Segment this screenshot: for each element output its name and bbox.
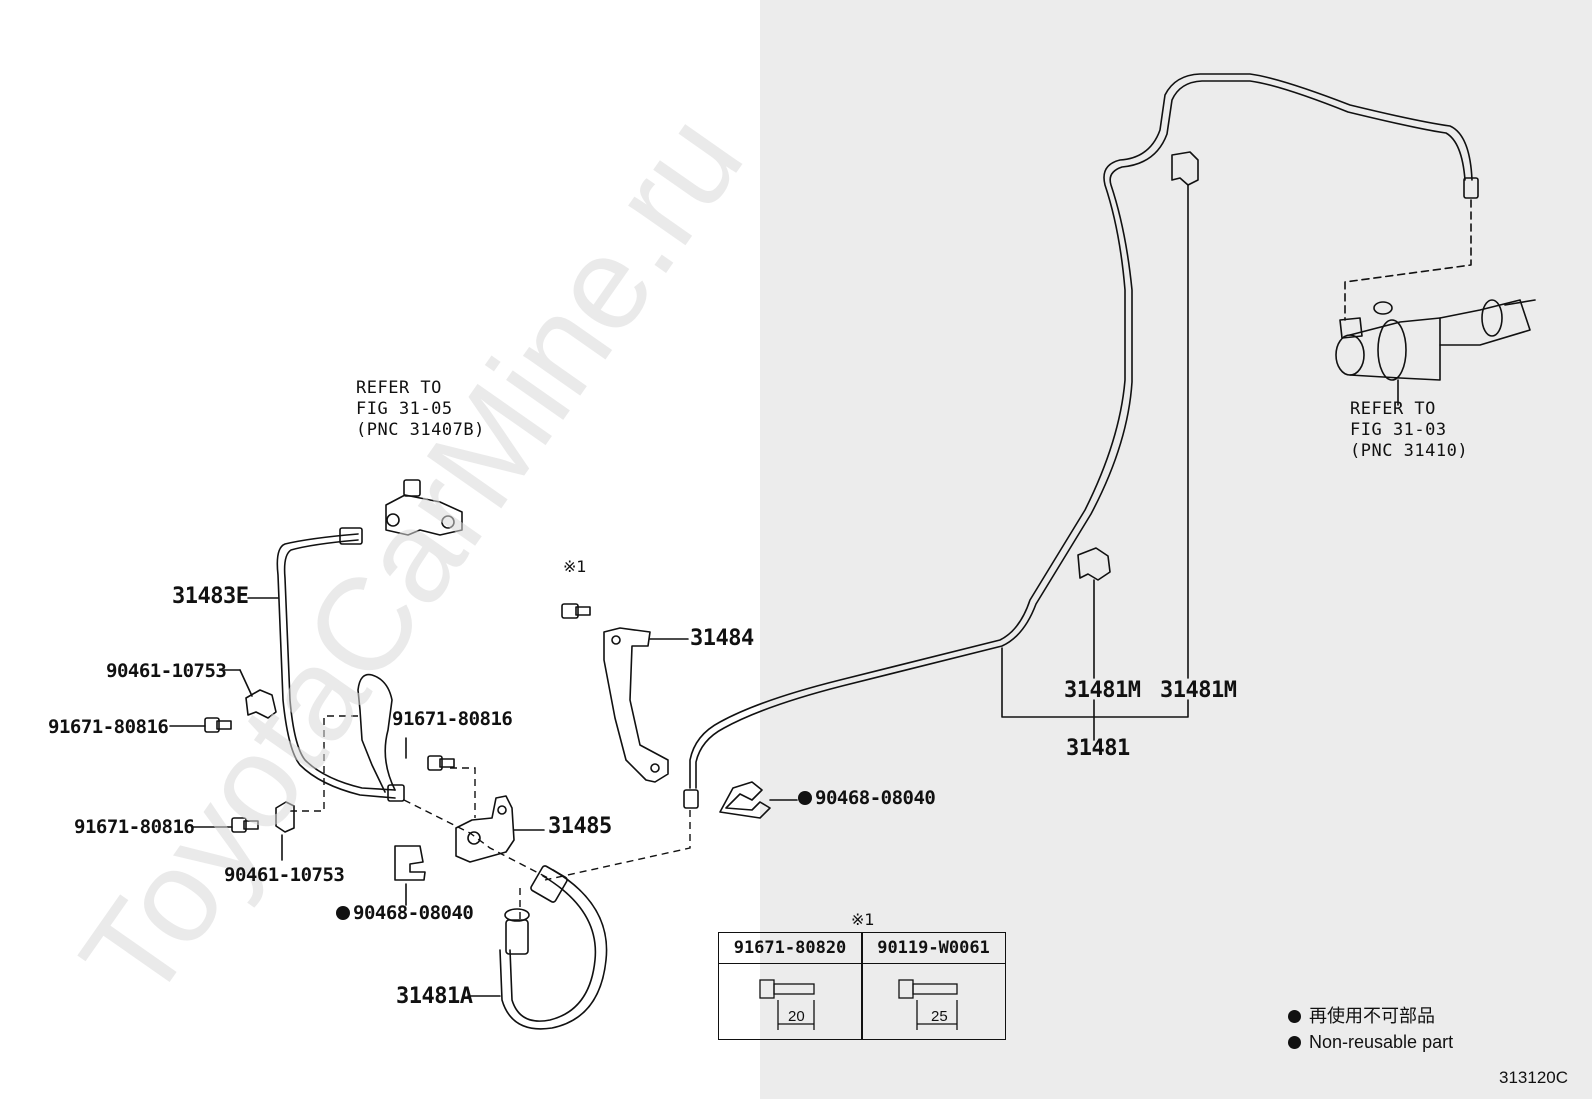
part-label-90468-08040-right[interactable]: 90468-08040 (798, 787, 936, 809)
part-label-91671-80816-mid[interactable]: 91671-80816 (392, 708, 513, 730)
diagram-left-panel (0, 0, 760, 1099)
legend-row-en: Non-reusable part (1288, 1029, 1453, 1055)
non-reusable-dot-icon (1288, 1010, 1301, 1023)
refer-line: (PNC 31407B) (356, 420, 485, 440)
part-label-31484[interactable]: 31484 (690, 626, 754, 651)
part-label-91671-80816-bottom[interactable]: 91671-80816 (74, 816, 195, 838)
part-label-31483E[interactable]: 31483E (172, 584, 249, 609)
legend-row-jp: 再使用不可部品 (1288, 1003, 1453, 1029)
note-mark-table: ※1 (851, 910, 875, 929)
refer-line: (PNC 31410) (1350, 441, 1469, 461)
note-mark-bolt: ※1 (563, 557, 587, 576)
bolt-length-25: 25 (931, 1008, 948, 1025)
refer-line: FIG 31-03 (1350, 420, 1447, 440)
legend: 再使用不可部品 Non-reusable part (1288, 1003, 1453, 1055)
part-number-text: 90468-08040 (815, 787, 936, 809)
part-label-31481M-right[interactable]: 31481M (1160, 678, 1237, 703)
part-label-90461-10753-bottom[interactable]: 90461-10753 (224, 864, 345, 886)
legend-text-en: Non-reusable part (1309, 1032, 1454, 1052)
part-label-31485[interactable]: 31485 (548, 814, 612, 839)
legend-text-jp: 再使用不可部品 (1309, 1006, 1435, 1026)
part-label-31481M-left[interactable]: 31481M (1064, 678, 1141, 703)
part-label-31481[interactable]: 31481 (1066, 736, 1130, 761)
refer-line: REFER TO (356, 378, 442, 398)
non-reusable-dot-icon (336, 906, 350, 920)
refer-line: REFER TO (1350, 399, 1436, 419)
refer-line: FIG 31-05 (356, 399, 453, 419)
part-number-text: 90468-08040 (353, 902, 474, 924)
bolt-options-table: 91671-80820 90119-W0061 20 25 (718, 932, 1006, 1040)
part-label-90468-08040-left[interactable]: 90468-08040 (336, 902, 474, 924)
figure-number: 313120C (1499, 1068, 1569, 1087)
table-header-91671-80820[interactable]: 91671-80820 (719, 933, 862, 964)
table-divider (861, 933, 863, 1039)
diagram-right-panel (760, 0, 1592, 1099)
part-label-91671-80816-left[interactable]: 91671-80816 (48, 716, 169, 738)
part-label-90461-10753-top[interactable]: 90461-10753 (106, 660, 227, 682)
non-reusable-dot-icon (1288, 1036, 1301, 1049)
part-label-31481A[interactable]: 31481A (396, 984, 473, 1009)
table-header-90119-W0061[interactable]: 90119-W0061 (862, 933, 1005, 964)
non-reusable-dot-icon (798, 791, 812, 805)
bolt-length-20: 20 (788, 1008, 805, 1025)
